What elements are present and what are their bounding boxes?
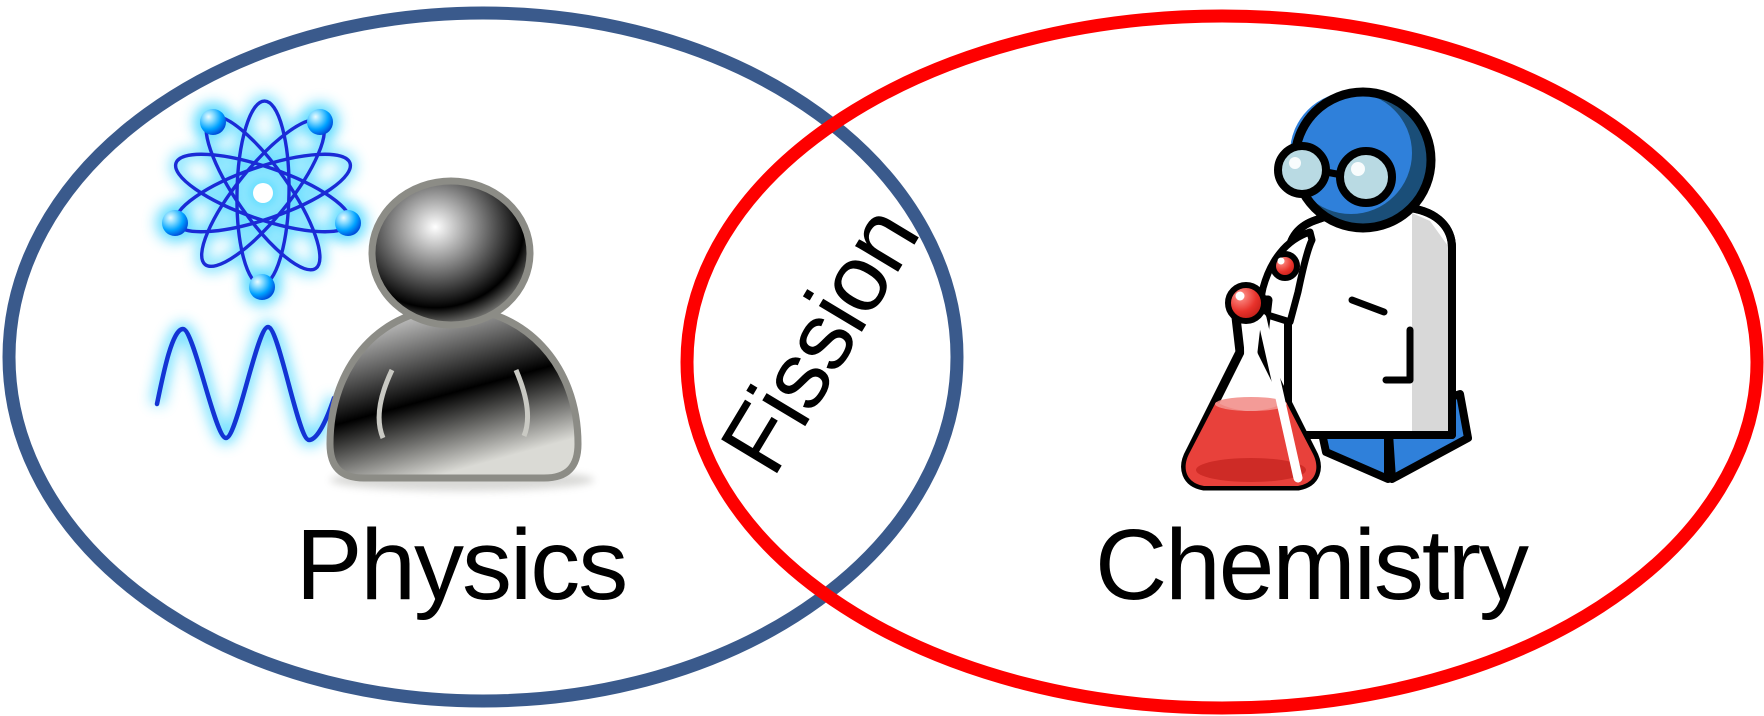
venn-circle-chemistry: [680, 9, 1764, 715]
atom-icon: [156, 96, 367, 306]
physics-set-label: Physics: [295, 509, 629, 621]
sine-wave-icon: [151, 320, 340, 447]
person-icon: [326, 177, 594, 491]
chemistry-set-label: Chemistry: [1094, 509, 1529, 621]
chemist-icon: [1181, 87, 1472, 491]
venn-circle-physics: [2, 6, 964, 708]
